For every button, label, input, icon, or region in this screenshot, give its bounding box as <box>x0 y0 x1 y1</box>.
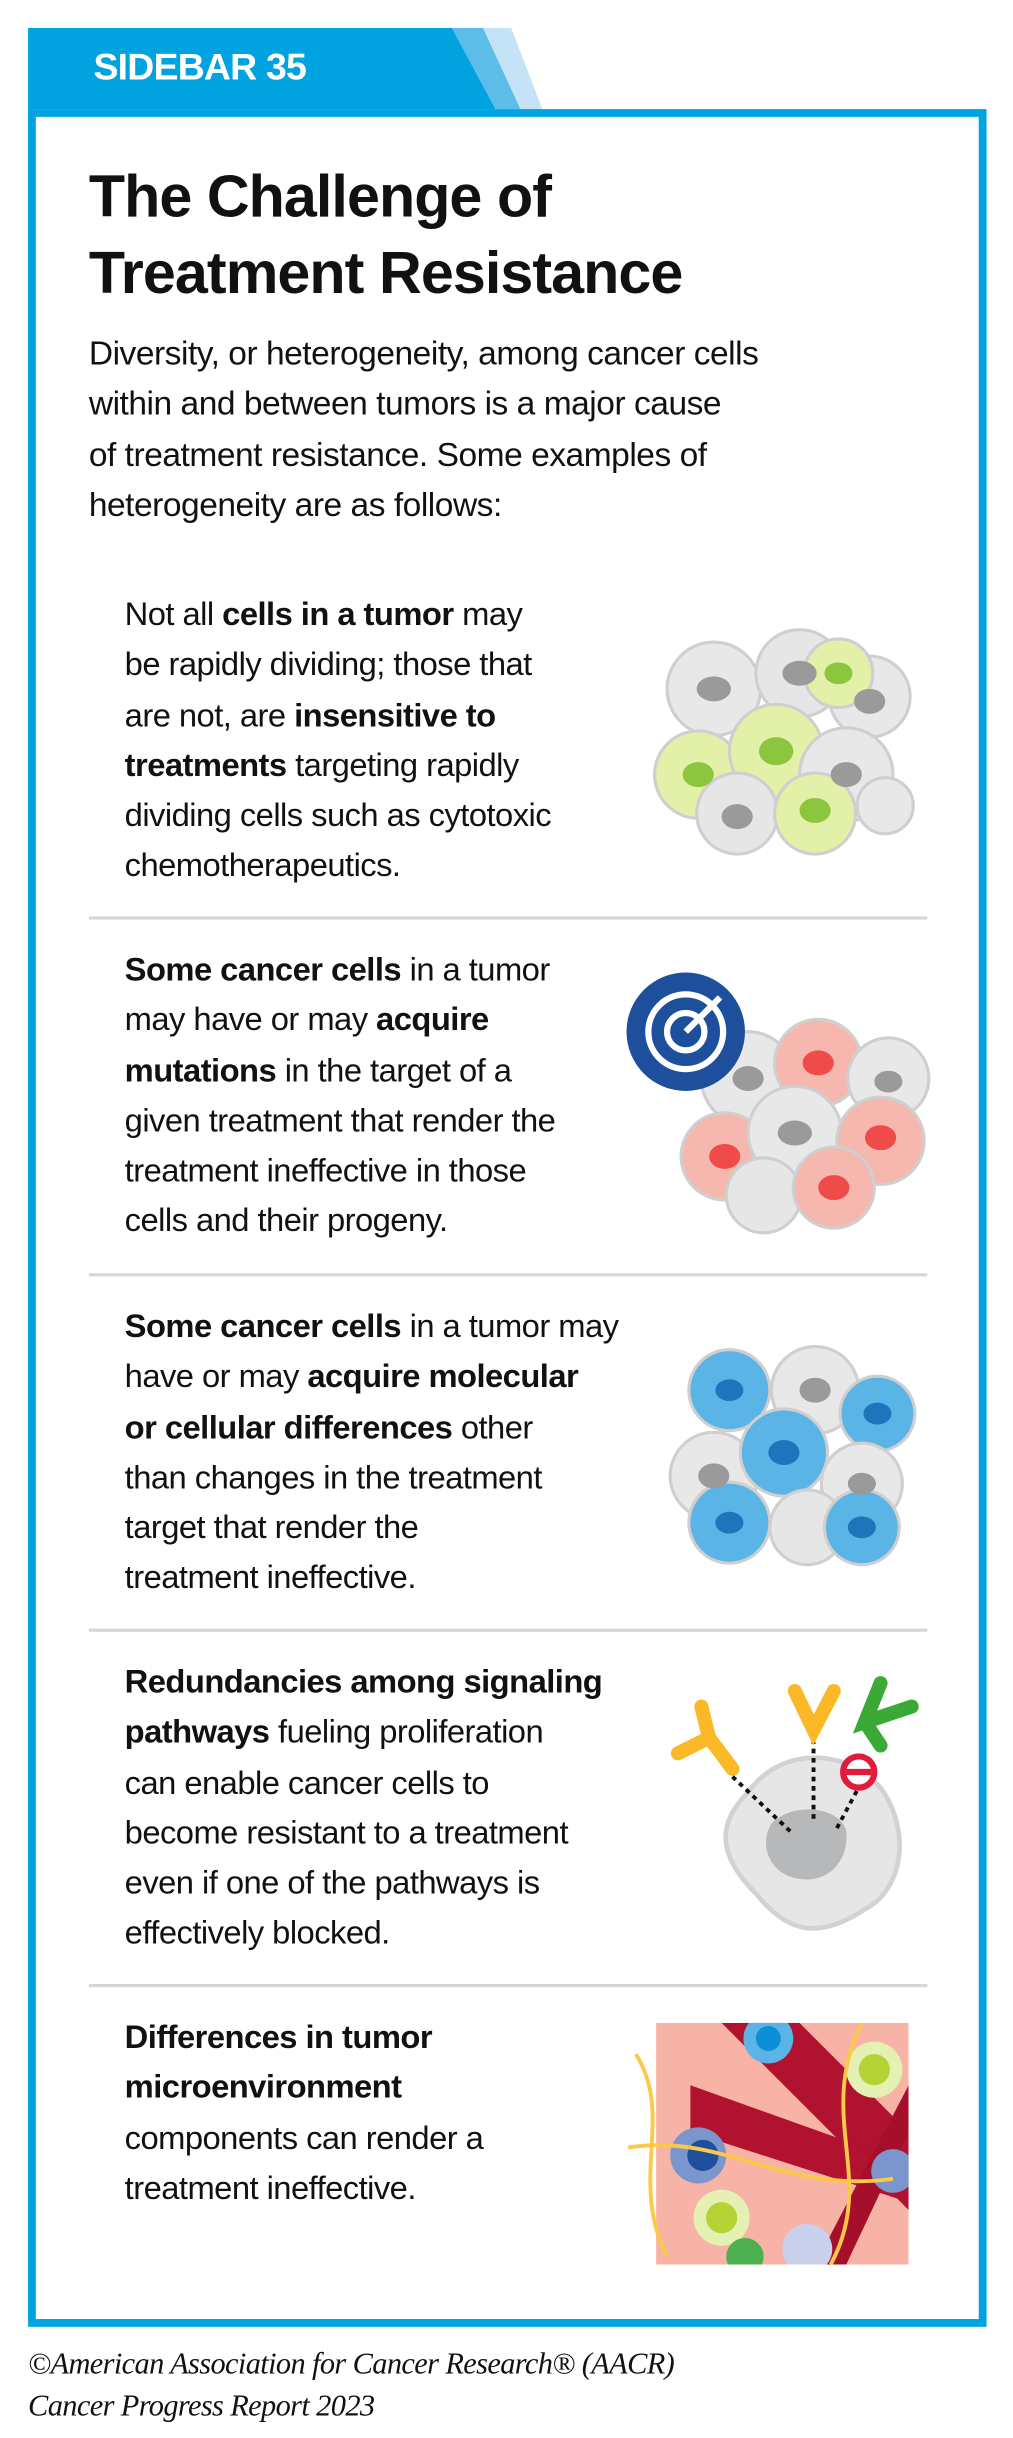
item-line: treatment ineffective in those <box>125 1147 556 1197</box>
emphasis-text: mutations <box>124 1052 277 1089</box>
body-text: have or may <box>124 1359 308 1396</box>
copyright-footer: ©American Association for Cancer Researc… <box>28 2344 675 2428</box>
item-line: may have or may acquire <box>125 996 556 1046</box>
emphasis-text: treatments <box>124 747 287 784</box>
emphasis-text: Some cancer cells <box>124 952 402 989</box>
item-line: be rapidly dividing; those that <box>125 641 551 691</box>
emphasis-text: pathways <box>124 1714 270 1751</box>
body-text: chemotherapeutics. <box>124 848 401 885</box>
intro-line: heterogeneity are as follows: <box>88 486 502 524</box>
body-text: targeting rapidly <box>286 747 519 784</box>
emphasis-text: Redundancies among signaling <box>124 1664 603 1701</box>
body-text: even if one of the pathways is <box>124 1865 540 1902</box>
item-line: or cellular differences other <box>125 1404 619 1454</box>
item-line: treatment ineffective. <box>125 2165 484 2215</box>
heterogeneity-item: Redundancies among signaling pathways fue… <box>125 1658 603 1960</box>
target-mutation-cells-icon <box>626 972 931 1235</box>
body-text: cells and their progeny. <box>124 1203 448 1240</box>
emphasis-text: microenvironment <box>124 2070 402 2106</box>
item-line: Some cancer cells in a tumor may <box>125 1303 619 1353</box>
intro-line: Diversity, or heterogeneity, among cance… <box>88 335 759 373</box>
report-title-line: Cancer Progress Report 2023 <box>28 2390 375 2424</box>
page-title: The Challenge of Treatment Resistance <box>89 161 683 314</box>
item-line: components can render a <box>125 2114 484 2164</box>
divider <box>88 1273 928 1276</box>
item-line: effectively blocked. <box>125 1910 603 1960</box>
body-text: fueling proliferation <box>269 1714 544 1751</box>
title-line: Treatment Resistance <box>88 241 683 308</box>
item-line: Differences in tumor <box>125 2014 484 2064</box>
item-line: can enable cancer cells to <box>125 1759 603 1809</box>
molecular-difference-cells-icon <box>668 1344 917 1567</box>
copyright-line: ©American Association for Cancer Researc… <box>28 2348 675 2382</box>
body-text: in a tumor <box>401 952 551 989</box>
body-text: be rapidly dividing; those that <box>124 647 533 684</box>
emphasis-text: or cellular differences <box>124 1409 453 1446</box>
body-text: may <box>453 596 523 633</box>
item-line: than changes in the treatment <box>125 1454 619 1504</box>
body-text: than changes in the treatment <box>124 1460 543 1496</box>
body-text: are not, are <box>124 697 295 734</box>
item-line: even if one of the pathways is <box>125 1860 603 1910</box>
item-line: Some cancer cells in a tumor <box>125 946 556 996</box>
heterogeneity-item: Differences in tumor microenvironment comp… <box>125 2014 484 2215</box>
emphasis-text: Differences in tumor <box>124 2019 433 2056</box>
intro-line: within and between tumors is a major cau… <box>88 385 722 423</box>
item-line: mutations in the target of a <box>125 1047 556 1097</box>
target-icon <box>626 972 745 1091</box>
sidebar-number: SIDEBAR 35 <box>93 46 307 89</box>
divider <box>88 1983 928 1987</box>
tumor-microenvironment-icon <box>628 2022 909 2265</box>
divider <box>88 1628 928 1631</box>
item-line: target that render the <box>125 1504 619 1554</box>
body-text: treatment ineffective. <box>124 2170 417 2207</box>
item-line: pathways fueling proliferation <box>125 1709 603 1759</box>
body-text: in the target of a <box>276 1052 512 1089</box>
sidebar-header-tab <box>28 28 543 110</box>
body-text: Not all <box>124 596 223 633</box>
sidebar-box <box>28 109 987 2327</box>
body-text: effectively blocked. <box>124 1916 391 1952</box>
body-text: given treatment that render the <box>124 1103 556 1140</box>
body-text: treatment ineffective. <box>124 1560 417 1597</box>
body-text: can enable cancer cells to <box>124 1765 490 1801</box>
item-line: treatment ineffective. <box>125 1555 619 1605</box>
item-line: Not all cells in a tumor may <box>125 591 551 641</box>
body-text: components can render a <box>124 2120 484 2157</box>
intro-paragraph: Diversity, or heterogeneity, among cance… <box>89 329 899 531</box>
emphasis-text: acquire <box>376 1002 489 1039</box>
item-line: Redundancies among signaling <box>125 1658 603 1708</box>
emphasis-text: Some cancer cells <box>124 1309 402 1345</box>
body-text: other <box>452 1409 533 1446</box>
item-line: cells and their progeny. <box>125 1198 556 1248</box>
title-line: The Challenge of <box>88 165 552 231</box>
tumor-cells-green-icon <box>653 628 915 856</box>
item-line: dividing cells such as cytotoxic <box>124 792 552 842</box>
emphasis-text: cells in a tumor <box>222 596 454 633</box>
item-line: have or may acquire molecular <box>125 1353 619 1403</box>
item-line: treatments targeting rapidly <box>125 742 551 792</box>
heterogeneity-item: Not all cells in a tumor may be rapidly d… <box>124 591 552 893</box>
item-line: microenvironment <box>125 2064 484 2114</box>
body-text: in a tumor may <box>401 1309 619 1345</box>
divider <box>88 916 928 919</box>
body-text: dividing cells such as cytotoxic <box>124 798 552 835</box>
signaling-receptors-cell-icon <box>670 1676 919 1931</box>
emphasis-text: acquire molecular <box>307 1359 579 1396</box>
body-text: may have or may <box>124 1002 377 1039</box>
body-text: target that render the <box>124 1510 419 1547</box>
item-line: chemotherapeutics. <box>125 842 551 892</box>
body-text: become resistant to a treatment <box>124 1815 569 1852</box>
body-text: treatment ineffective in those <box>124 1153 527 1190</box>
item-line: given treatment that render the <box>125 1097 556 1147</box>
intro-line: of treatment resistance. Some examples o… <box>88 436 707 474</box>
item-line: become resistant to a treatment <box>125 1809 603 1859</box>
item-line: are not, are insensitive to <box>125 691 551 741</box>
emphasis-text: insensitive to <box>294 697 496 734</box>
